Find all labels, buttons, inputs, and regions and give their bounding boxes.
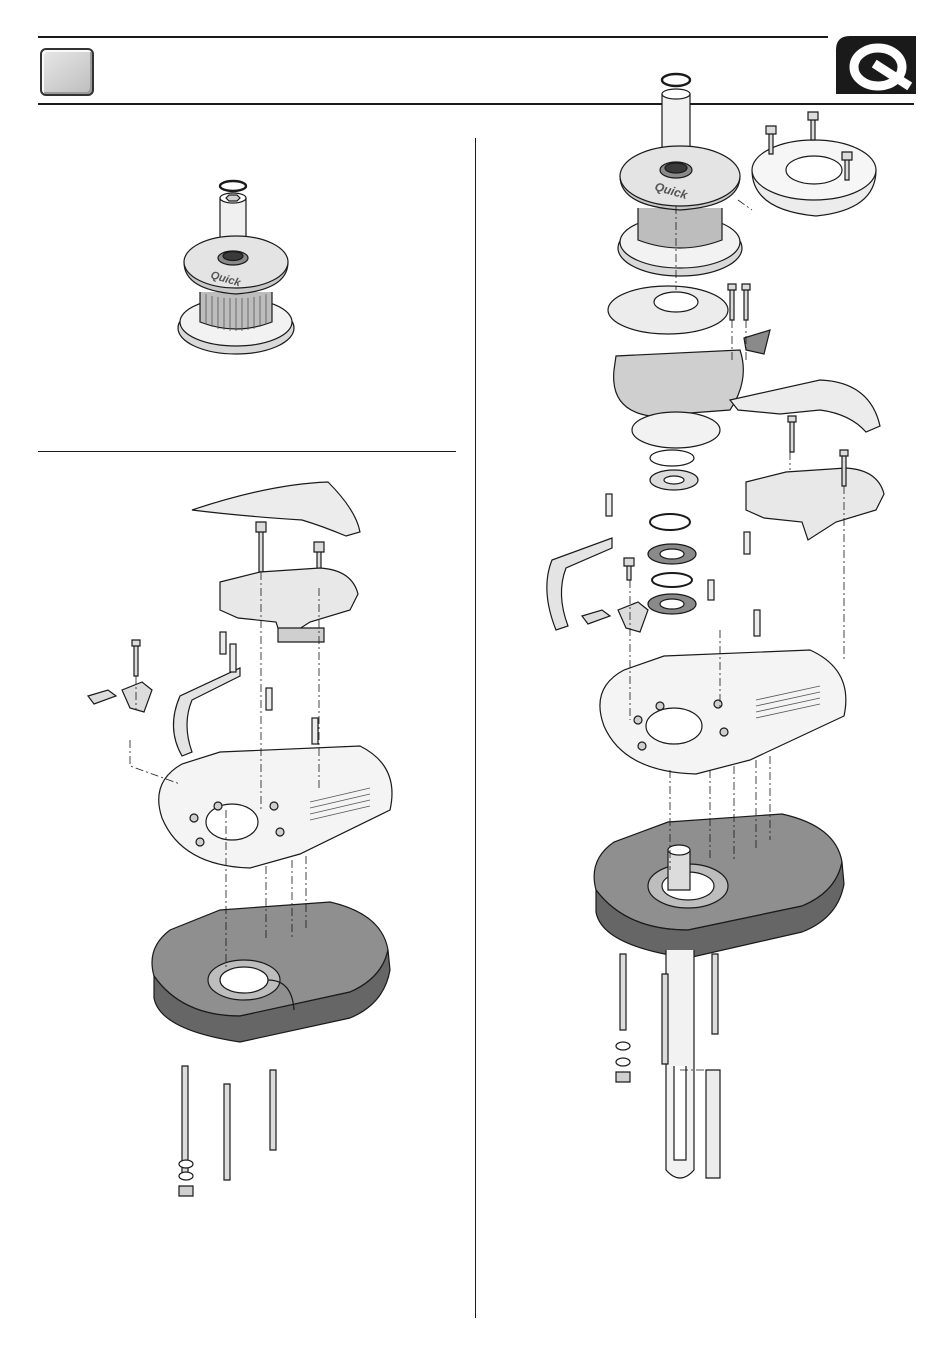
chain-stripper — [173, 668, 240, 756]
stud-middle — [224, 1084, 230, 1180]
nut — [179, 1186, 193, 1196]
gypsy-bracket-right — [746, 468, 884, 540]
column-divider — [475, 138, 476, 1318]
section-badge — [40, 48, 94, 96]
pawl-assembly — [88, 682, 152, 712]
side-cover — [730, 380, 880, 432]
winch-head-drawing: Quick — [160, 170, 320, 370]
deck-base-plate-right — [600, 650, 846, 774]
top-rule — [38, 36, 828, 38]
nut-right — [616, 1072, 630, 1082]
stud-right — [270, 1070, 276, 1150]
exploded-view-left — [70, 470, 430, 1200]
stud-right-2 — [662, 974, 668, 1064]
key — [706, 1070, 720, 1178]
stud-right-3 — [712, 954, 718, 1034]
pawl-assembly-right — [582, 602, 648, 632]
stud-right-1 — [620, 954, 626, 1030]
o-ring — [662, 74, 690, 86]
exploded-view-right: Quick — [520, 70, 920, 1190]
bolt-1 — [256, 522, 266, 572]
section-rule — [38, 451, 456, 452]
top-cover — [192, 482, 360, 536]
pawl-pin — [132, 640, 140, 676]
